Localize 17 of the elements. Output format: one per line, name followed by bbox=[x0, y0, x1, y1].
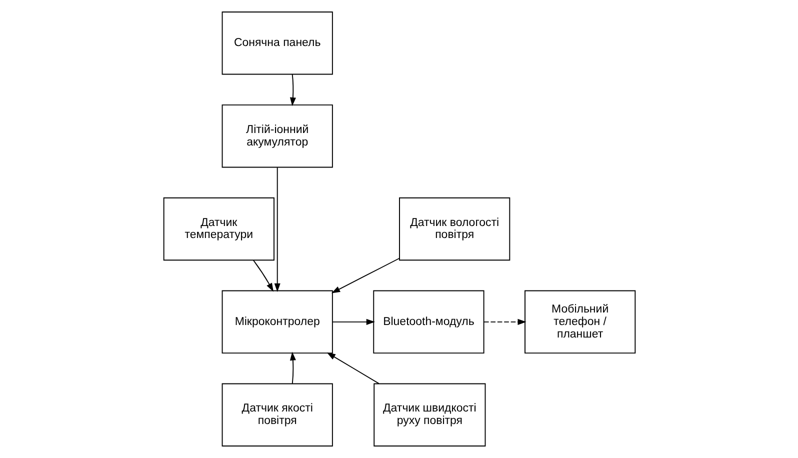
node-box: Датчик вологості повітря bbox=[398, 197, 510, 261]
node-box: Датчик якості повітря bbox=[221, 383, 332, 446]
arrow bbox=[252, 260, 273, 292]
arrow bbox=[289, 74, 296, 106]
node-box: Сонячна панель bbox=[221, 12, 332, 75]
node-box: Датчик температури bbox=[162, 197, 274, 261]
node-box: Датчик швидкості руху повітря bbox=[373, 383, 486, 446]
arrow bbox=[289, 352, 296, 384]
node-box: Bluetooth-модуль bbox=[372, 290, 484, 354]
node-box: Мікроконтролер bbox=[221, 290, 332, 354]
arrow bbox=[326, 352, 379, 384]
node-box: Мобільний телефон / планшет bbox=[524, 290, 636, 354]
arrow bbox=[332, 318, 374, 325]
node-box: Літій-іонний акумулятор bbox=[221, 104, 332, 168]
arrow bbox=[274, 167, 280, 292]
arrow bbox=[483, 318, 526, 325]
arrow bbox=[330, 258, 400, 294]
